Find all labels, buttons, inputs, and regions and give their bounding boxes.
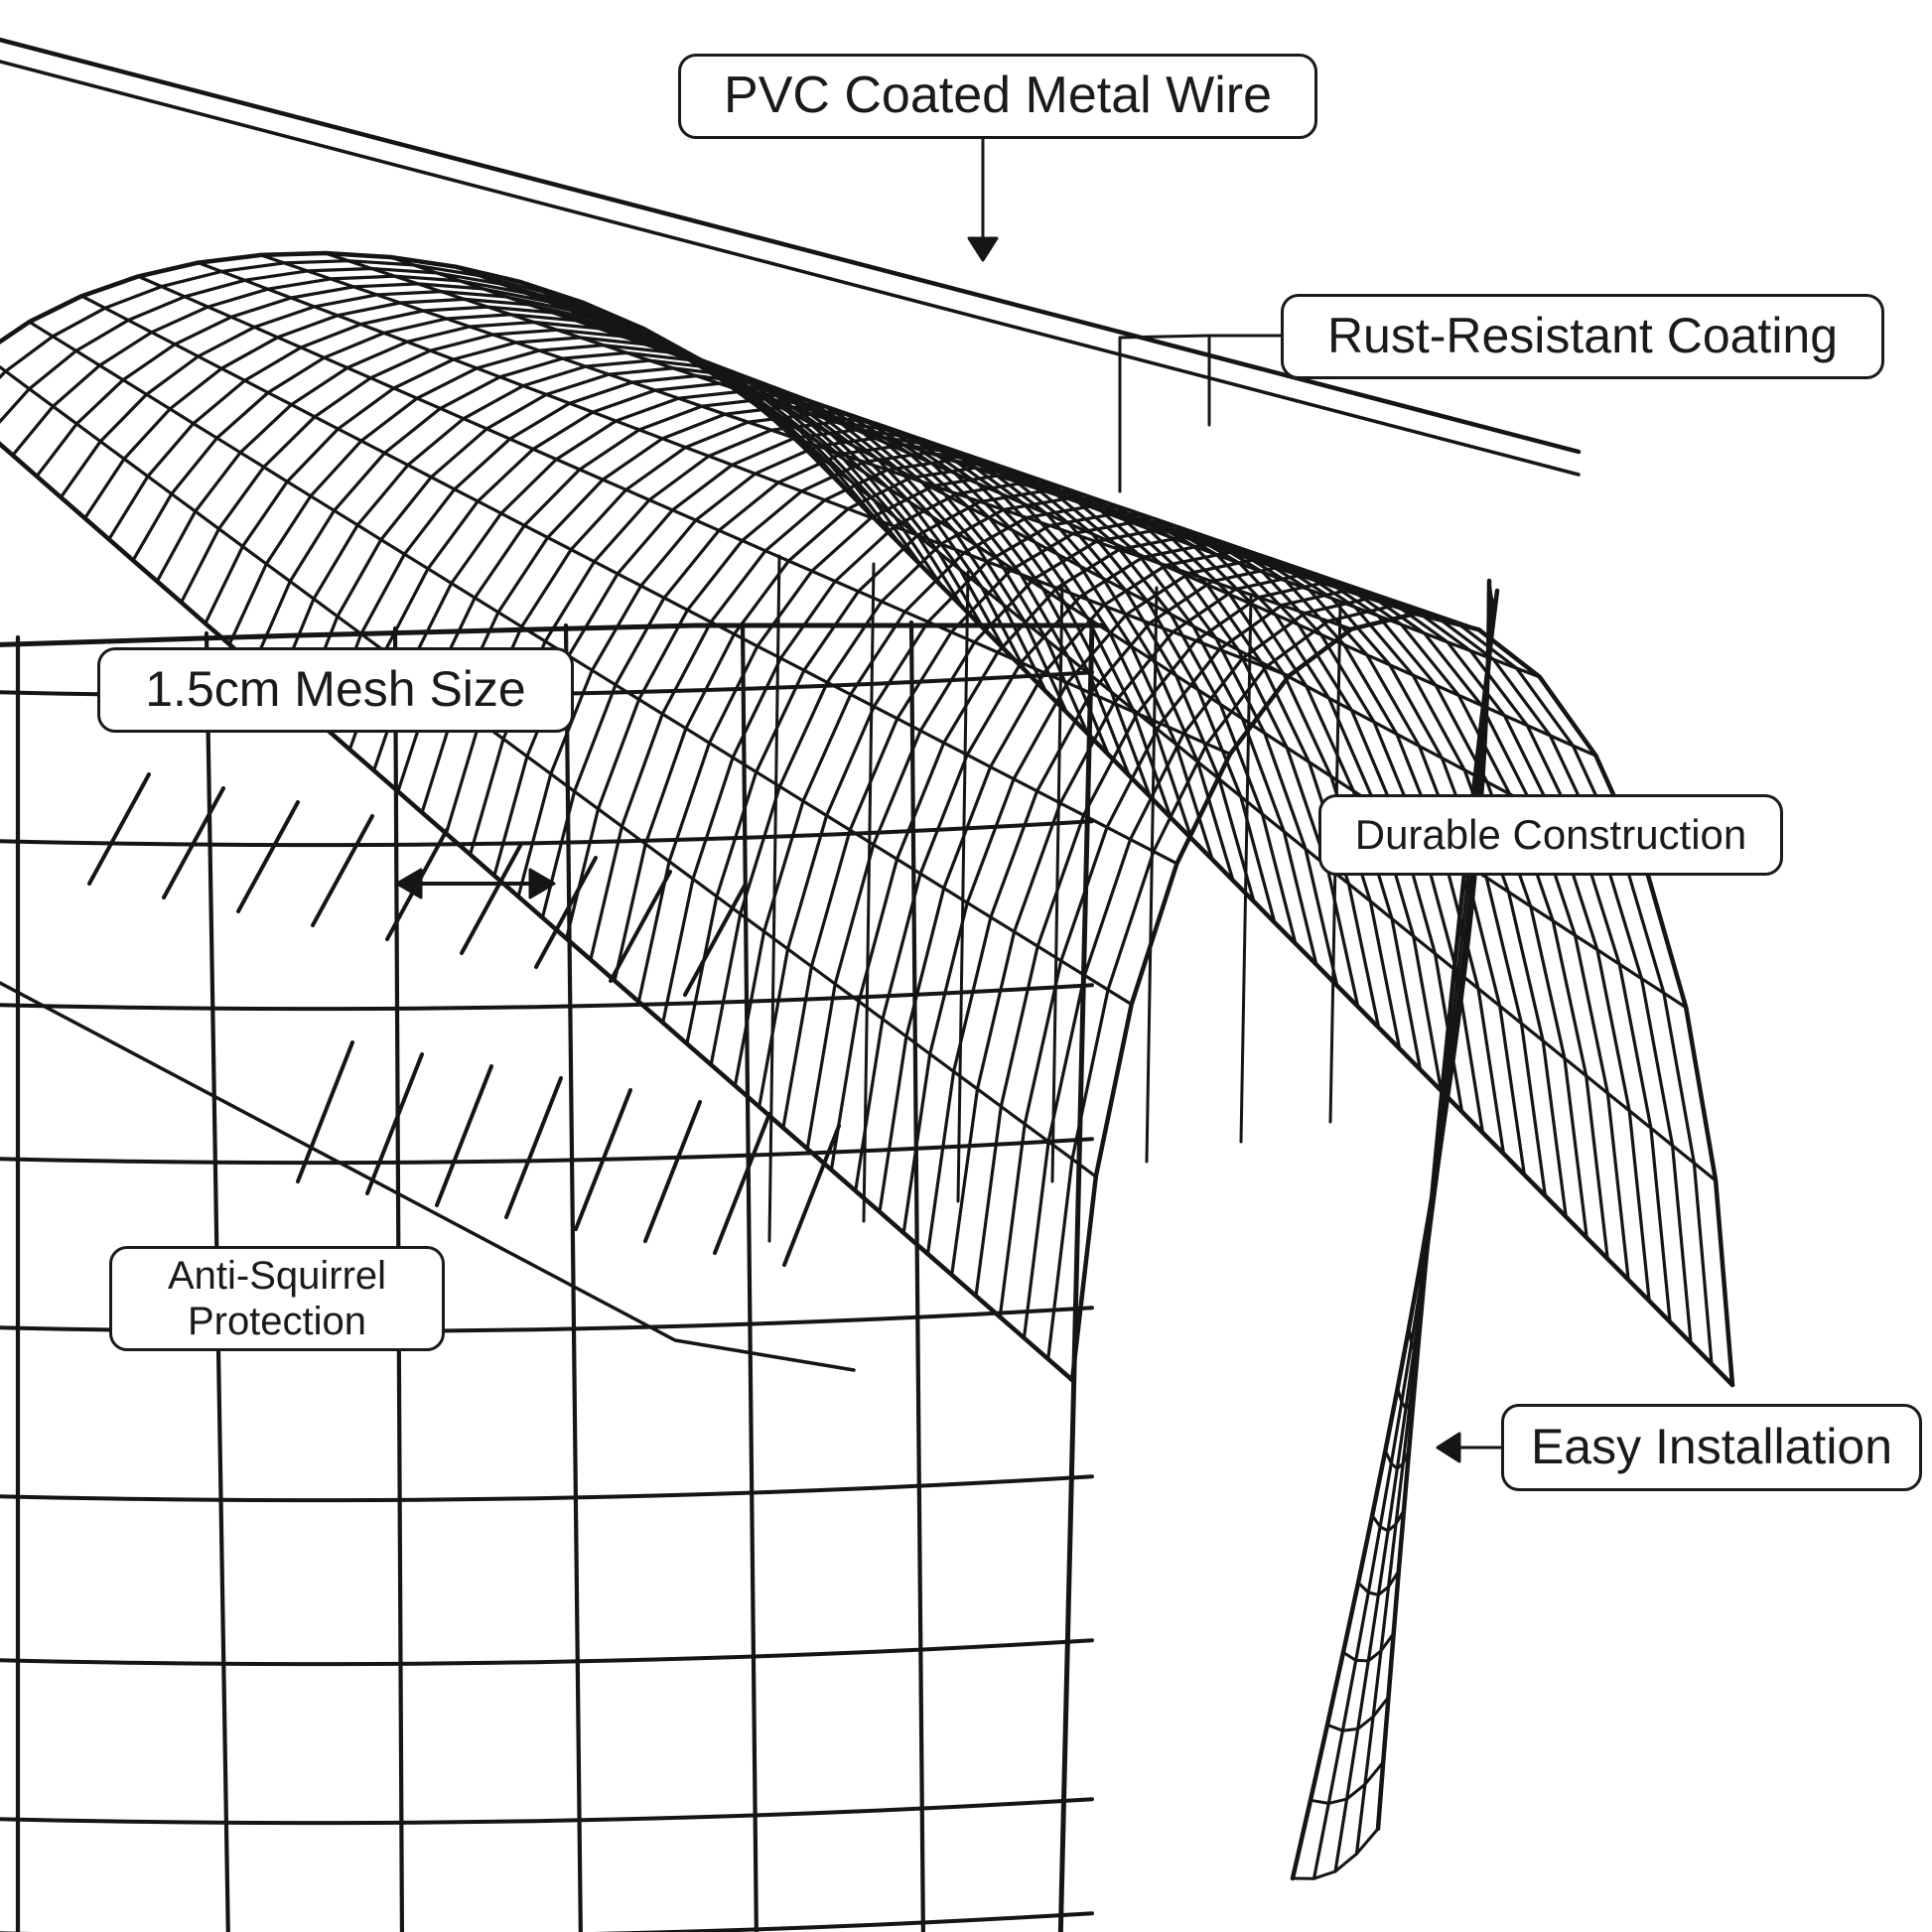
side-panel-rail bbox=[1354, 599, 1497, 1856]
front-panel-column bbox=[908, 620, 925, 1932]
roof-cross-wire bbox=[1022, 597, 1693, 1345]
underside-wire bbox=[534, 856, 598, 969]
anti-squirrel-line1: Anti-Squirrel bbox=[167, 1254, 387, 1298]
mesh-size-label: 1.5cm Mesh Size bbox=[97, 647, 574, 733]
front-panel-row bbox=[0, 819, 1094, 848]
underside-wire bbox=[713, 1112, 771, 1255]
roof-long-wire bbox=[0, 364, 1098, 1178]
side-panel-rail bbox=[1375, 588, 1500, 1832]
back-panel-post bbox=[1050, 578, 1064, 1183]
rust-pointer-line bbox=[1118, 334, 1211, 493]
front-panel-row bbox=[0, 1474, 1094, 1503]
easy-installation-text: Easy Installation bbox=[1530, 1419, 1893, 1475]
front-panel-column bbox=[740, 621, 759, 1932]
roof-long-wire bbox=[454, 265, 1542, 679]
roof-long-wire bbox=[0, 441, 1075, 1383]
roof-long-wire bbox=[79, 294, 1179, 866]
pvc-coated-wire-text: PVC Coated Metal Wire bbox=[724, 67, 1272, 125]
back-panel-post bbox=[1239, 594, 1253, 1144]
roof-long-wire bbox=[27, 320, 1134, 1007]
durable-construction-text: Durable Construction bbox=[1354, 810, 1747, 858]
underside-wire bbox=[782, 1124, 841, 1267]
underside-wire bbox=[609, 870, 672, 983]
roof-ridge-bar bbox=[0, 37, 1582, 455]
rust-resistant-coating-text: Rust-Resistant Coating bbox=[1326, 308, 1839, 364]
front-panel-row bbox=[0, 1797, 1094, 1826]
back-panel-post bbox=[862, 562, 876, 1223]
roof-long-wire bbox=[388, 255, 1481, 631]
front-panel-row bbox=[0, 1911, 1094, 1932]
curved-side-panel bbox=[1290, 578, 1500, 1881]
anti-squirrel-line2: Protection bbox=[187, 1300, 367, 1343]
roof-long-wire bbox=[197, 261, 1291, 678]
underside-wire bbox=[296, 1040, 354, 1183]
front-panel-column bbox=[563, 622, 583, 1932]
roof-ridge-bar bbox=[0, 60, 1581, 477]
front-panel-top-rail bbox=[0, 622, 1105, 647]
mesh-size-arrowhead-left bbox=[395, 868, 423, 899]
easy-install-arrowhead bbox=[1436, 1432, 1461, 1463]
underside-wire bbox=[162, 786, 225, 899]
side-panel-rail bbox=[1333, 602, 1495, 1873]
pvc-pointer-arrowhead bbox=[967, 236, 999, 262]
underside-wire bbox=[236, 800, 300, 913]
underside-wire bbox=[504, 1076, 563, 1219]
roof-long-wire bbox=[323, 251, 1418, 616]
underside-wire bbox=[311, 814, 374, 927]
roof-long-wire bbox=[518, 280, 1598, 758]
pvc-coated-wire-label: PVC Coated Metal Wire bbox=[678, 54, 1317, 139]
mesh-size-text: 1.5cm Mesh Size bbox=[145, 661, 526, 718]
front-panel-row bbox=[0, 1638, 1094, 1667]
underside-roof-wires bbox=[0, 772, 856, 1372]
underside-wire bbox=[460, 842, 523, 955]
underside-edge-wire bbox=[0, 981, 856, 1372]
mesh-size-arrowhead-right bbox=[528, 868, 556, 899]
back-panel-post bbox=[1145, 586, 1159, 1164]
back-panel-post bbox=[956, 570, 970, 1203]
roof-long-wire bbox=[699, 358, 1718, 1182]
underside-wire bbox=[643, 1100, 702, 1243]
roof-long-wire bbox=[752, 394, 1735, 1388]
underside-wire bbox=[365, 1052, 424, 1195]
rust-resistant-coating-label: Rust-Resistant Coating bbox=[1281, 294, 1884, 379]
durable-construction-label: Durable Construction bbox=[1318, 794, 1783, 876]
front-panel-row bbox=[0, 1137, 1094, 1166]
back-vertical-panel bbox=[767, 554, 1342, 1243]
roof-long-wire bbox=[581, 301, 1647, 868]
callout-pointers bbox=[395, 137, 1503, 1463]
roof-long-wire bbox=[641, 327, 1688, 1010]
underside-wire bbox=[574, 1088, 632, 1231]
easy-installation-label: Easy Installation bbox=[1501, 1404, 1922, 1491]
underside-wire bbox=[435, 1064, 493, 1207]
front-panel-row bbox=[0, 983, 1094, 1012]
front-panel-column bbox=[1057, 621, 1095, 1932]
underside-wire bbox=[683, 884, 747, 997]
anti-squirrel-protection-label: Anti-Squirrel Protection bbox=[109, 1246, 445, 1351]
back-panel-post bbox=[767, 554, 781, 1243]
roof-cross-wire bbox=[11, 274, 819, 463]
underside-wire bbox=[87, 772, 151, 886]
